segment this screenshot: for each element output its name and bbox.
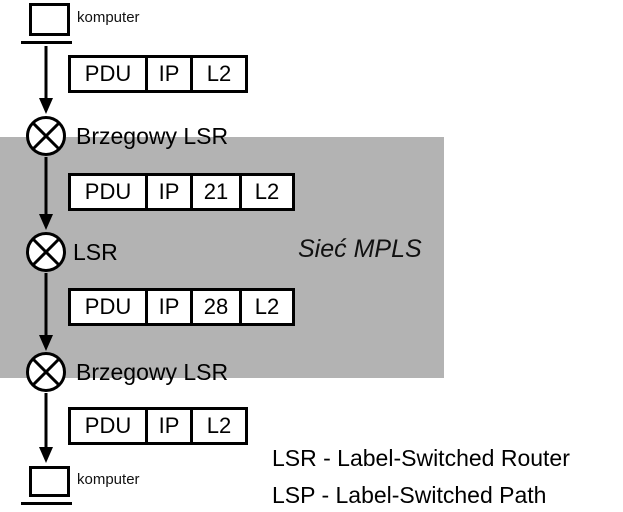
computer-label-bottom: komputer bbox=[77, 471, 140, 488]
flow-arrow-4 bbox=[39, 393, 53, 463]
node-label-edge-lsr-2: Brzegowy LSR bbox=[76, 359, 229, 385]
packet-1: PDU IP L2 bbox=[68, 55, 248, 93]
packet-4: PDU IP L2 bbox=[68, 407, 248, 445]
router-icon-2 bbox=[26, 232, 66, 272]
packet-2: PDU IP 21 L2 bbox=[68, 173, 295, 211]
packet-3: PDU IP 28 L2 bbox=[68, 288, 295, 326]
flow-arrow-1 bbox=[39, 46, 53, 114]
mpls-region-label: Sieć MPLS bbox=[298, 235, 422, 263]
flow-arrow-2 bbox=[39, 157, 53, 230]
computer-monitor bbox=[29, 466, 70, 497]
computer-base bbox=[21, 41, 72, 44]
router-icon-1 bbox=[26, 116, 66, 156]
legend-line-lsp: LSP - Label-Switched Path bbox=[272, 482, 547, 508]
packet-segment-ip: IP bbox=[145, 410, 190, 442]
legend-line-lsr: LSR - Label-Switched Router bbox=[272, 445, 570, 471]
node-label-edge-lsr-1: Brzegowy LSR bbox=[76, 123, 229, 149]
packet-segment-label: 21 bbox=[190, 176, 239, 208]
packet-segment-ip: IP bbox=[145, 176, 190, 208]
packet-segment-pdu: PDU bbox=[84, 179, 132, 204]
packet-segment-pdu: PDU bbox=[84, 61, 132, 86]
packet-segment-ip: IP bbox=[145, 291, 190, 323]
packet-segment-pdu: PDU bbox=[84, 413, 132, 438]
computer-label-top: komputer bbox=[77, 9, 140, 26]
packet-segment-l2: L2 bbox=[239, 291, 292, 323]
legend: LSR - Label-Switched Router LSP - Label-… bbox=[272, 440, 570, 512]
packet-segment-l2: L2 bbox=[239, 176, 292, 208]
router-icon-3 bbox=[26, 352, 66, 392]
packet-segment-ip: IP bbox=[145, 58, 190, 90]
computer-monitor bbox=[29, 3, 70, 36]
node-label-lsr: LSR bbox=[73, 239, 118, 265]
packet-segment-l2: L2 bbox=[190, 410, 245, 442]
flow-arrow-3 bbox=[39, 273, 53, 351]
computer-icon-bottom bbox=[21, 466, 73, 505]
packet-segment-l2: L2 bbox=[190, 58, 245, 90]
packet-segment-pdu: PDU bbox=[84, 294, 132, 319]
computer-base bbox=[21, 502, 72, 505]
packet-segment-label: 28 bbox=[190, 291, 239, 323]
computer-icon-top bbox=[21, 3, 73, 44]
